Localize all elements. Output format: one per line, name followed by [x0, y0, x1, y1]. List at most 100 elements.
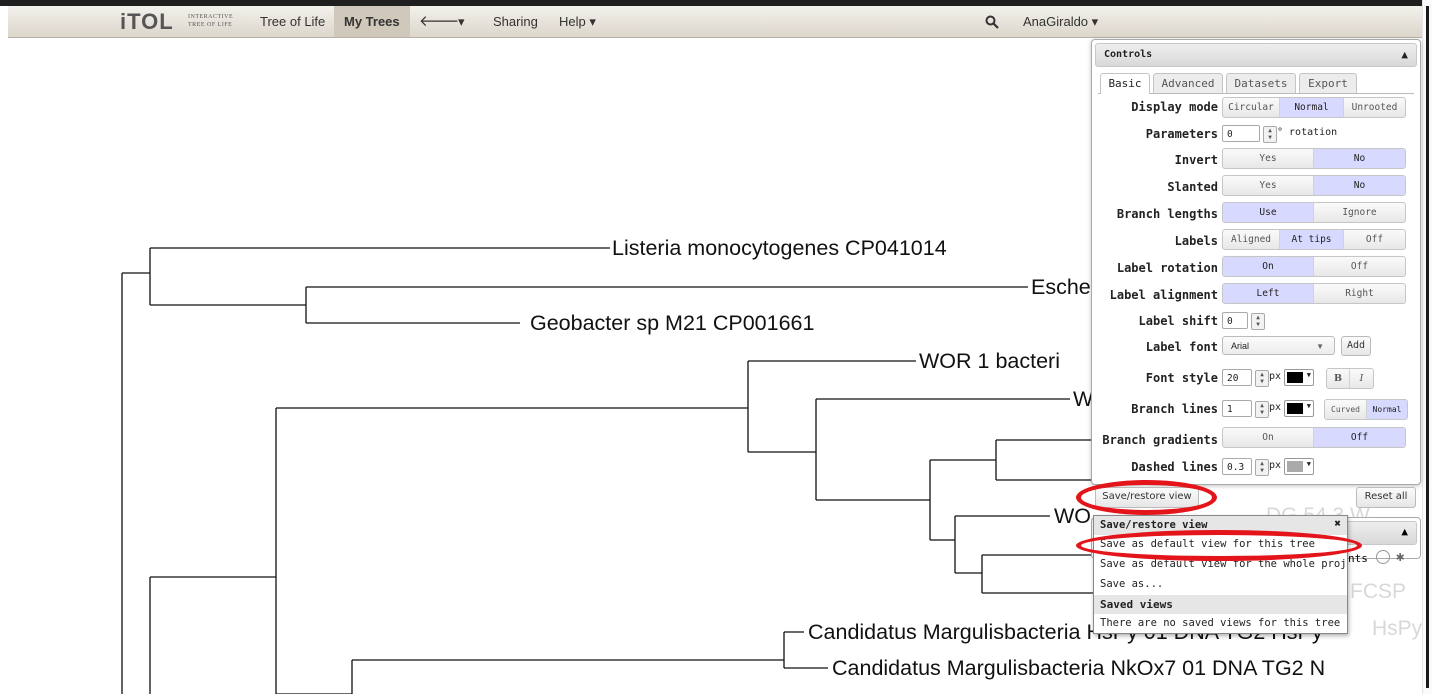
tree-leaf-label[interactable]: Listeria monocytogenes CP041014 [612, 236, 947, 260]
bold-button[interactable]: B [1327, 369, 1350, 388]
tree-leaf-label[interactable]: W [1073, 387, 1094, 411]
slanted-label: Slanted [1167, 180, 1218, 194]
radio-icon[interactable] [1376, 550, 1390, 564]
menu-item-save-default-project[interactable]: Save as default view for the whole proje… [1100, 558, 1347, 570]
branch-lines-label: Branch lines [1131, 402, 1218, 416]
save-restore-menu: Save/restore view ✖ Save as default view… [1093, 515, 1348, 634]
rotation-input[interactable]: 0 [1222, 125, 1260, 142]
labels-at-tips[interactable]: At tips [1280, 230, 1344, 249]
display-mode-normal[interactable]: Normal [1280, 98, 1344, 117]
tab-basic[interactable]: Basic [1100, 73, 1150, 94]
close-icon[interactable]: ✖ [1334, 517, 1341, 530]
invert-toggle: Yes No [1222, 148, 1406, 169]
menu-title: Save/restore view [1094, 516, 1347, 535]
rotation-stepper[interactable]: ▲▼ [1263, 126, 1277, 143]
branch-color-picker[interactable]: ▼ [1284, 400, 1314, 417]
display-mode-circular[interactable]: Circular [1223, 98, 1280, 117]
save-restore-view-button[interactable]: Save/restore view [1095, 487, 1199, 508]
slanted-yes[interactable]: Yes [1223, 176, 1314, 195]
label-alignment-right[interactable]: Right [1345, 288, 1374, 299]
label-alignment-toggle: Left Right [1222, 283, 1406, 304]
add-font-button[interactable]: Add [1341, 336, 1371, 356]
labels-off[interactable]: Off [1365, 234, 1384, 245]
label-font-select[interactable]: Arial ▼ [1222, 336, 1335, 355]
font-color-picker[interactable]: ▼ [1284, 369, 1314, 386]
label-alignment-label: Label alignment [1109, 288, 1218, 302]
branch-gradients-off[interactable]: Off [1314, 428, 1405, 447]
slanted-toggle: Yes No [1222, 175, 1406, 196]
branch-width-stepper[interactable]: ▲▼ [1255, 401, 1269, 418]
collapse-chevron-icon[interactable]: ▲ [1401, 525, 1408, 538]
dash-width-stepper[interactable]: ▲▼ [1255, 459, 1269, 476]
slanted-no[interactable]: No [1314, 176, 1405, 195]
label-rotation-off[interactable]: Off [1350, 261, 1369, 272]
label-shift-stepper[interactable]: ▲▼ [1251, 313, 1265, 330]
display-mode-label: Display mode [1131, 100, 1218, 114]
dash-color-picker[interactable]: ▼ [1284, 458, 1314, 475]
menu-item-save-default-tree[interactable]: Save as default view for this tree [1100, 538, 1315, 550]
font-style-label: Font style [1145, 371, 1218, 385]
tree-leaf-label[interactable]: Candidatus Margulisbacteria NkOx7 01 DNA… [832, 656, 1326, 680]
invert-no[interactable]: No [1314, 149, 1405, 168]
collapse-chevron-icon[interactable]: ▲ [1401, 48, 1408, 61]
user-menu[interactable]: AnaGiraldo ▾ [1023, 14, 1099, 29]
display-mode-toggle: Circular Normal Unrooted [1222, 97, 1406, 118]
nav-help[interactable]: Help ▾ [559, 14, 596, 29]
italic-button[interactable]: I [1359, 373, 1364, 384]
branch-lines-curved[interactable]: Curved [1325, 400, 1367, 419]
nav-tree-of-life[interactable]: Tree of Life [260, 14, 326, 29]
label-shift-label: Label shift [1138, 314, 1218, 328]
tab-export[interactable]: Export [1299, 73, 1357, 93]
tab-advanced[interactable]: Advanced [1153, 73, 1223, 93]
font-color-swatch [1287, 372, 1303, 383]
search-icon[interactable] [985, 6, 999, 37]
dash-width-unit: px [1269, 460, 1282, 471]
gear-icon[interactable]: ✱ [1396, 549, 1405, 565]
label-font-value: Arial [1231, 341, 1250, 351]
font-size-stepper[interactable]: ▲▼ [1255, 370, 1269, 387]
nav-sharing[interactable]: Sharing [493, 14, 538, 29]
controls-tabs: Basic Advanced Datasets Export [1098, 71, 1414, 94]
branch-gradients-toggle: On Off [1222, 427, 1406, 448]
branch-lengths-ignore[interactable]: Ignore [1342, 207, 1377, 218]
branch-lengths-toggle: Use Ignore [1222, 202, 1406, 223]
font-size-input[interactable]: 20 [1222, 369, 1252, 386]
branch-width-input[interactable]: 1 [1222, 400, 1252, 417]
branch-gradients-on[interactable]: On [1223, 428, 1314, 447]
tab-datasets[interactable]: Datasets [1226, 73, 1296, 93]
menu-item-save-as[interactable]: Save as... [1100, 578, 1164, 590]
reset-all-button[interactable]: Reset all [1356, 487, 1416, 508]
back-arrow-icon[interactable]: 🡐 [419, 13, 460, 30]
tree-leaf-label[interactable]: Geobacter sp M21 CP001661 [530, 311, 815, 335]
branch-lengths-use[interactable]: Use [1223, 203, 1314, 222]
invert-yes[interactable]: Yes [1223, 149, 1314, 168]
label-alignment-left[interactable]: Left [1223, 284, 1314, 303]
dash-color-swatch [1287, 461, 1303, 472]
branch-lines-normal[interactable]: Normal [1367, 400, 1407, 419]
tree-leaf-label[interactable]: WO [1054, 504, 1092, 528]
dash-width-input[interactable]: 0.3 [1222, 458, 1252, 475]
branch-width-unit: px [1269, 402, 1282, 413]
label-shift-input[interactable]: 0 [1222, 312, 1248, 329]
label-rotation-on[interactable]: On [1223, 257, 1314, 276]
label-rotation-toggle: On Off [1222, 256, 1406, 277]
parameters-label: Parameters [1145, 127, 1218, 141]
controls-title: Controls [1104, 49, 1153, 60]
back-history-dropdown-icon[interactable]: ▾ [458, 14, 465, 29]
nav-my-trees[interactable]: My Trees [334, 6, 410, 37]
label-font-label: Label font [1145, 340, 1218, 354]
no-saved-views-text: There are no saved views for this tree [1100, 617, 1341, 629]
font-style-toggle: B I [1326, 368, 1374, 389]
invert-label: Invert [1174, 153, 1218, 167]
font-size-unit: px [1269, 371, 1282, 382]
display-mode-unrooted[interactable]: Unrooted [1351, 102, 1398, 113]
labels-label: Labels [1174, 234, 1218, 248]
controls-header[interactable]: Controls ▲ [1095, 43, 1417, 67]
tree-leaf-label[interactable]: WOR 1 bacteri [919, 349, 1060, 373]
tree-leaf-label[interactable]: Esche [1031, 275, 1091, 299]
labels-aligned[interactable]: Aligned [1223, 230, 1280, 249]
